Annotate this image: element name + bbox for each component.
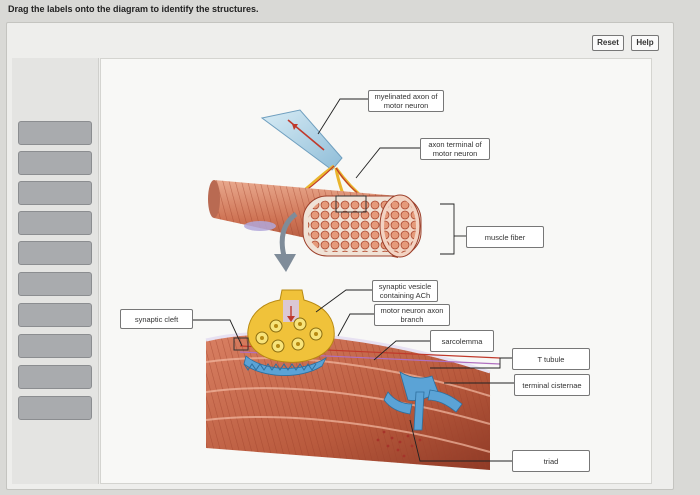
reset-button[interactable]: Reset	[592, 35, 624, 51]
label-synaptic-vesicle[interactable]: synaptic vesicle containing ACh	[372, 280, 438, 302]
label-bank-slot[interactable]	[18, 241, 92, 265]
label-synaptic-cleft[interactable]: synaptic cleft	[120, 309, 193, 329]
label-muscle-fiber[interactable]: muscle fiber	[466, 226, 544, 248]
label-t-tubule[interactable]: T tubule	[512, 348, 590, 370]
label-triad[interactable]: triad	[512, 450, 590, 472]
label-bank-slot[interactable]	[18, 334, 92, 358]
label-bank-slot[interactable]	[18, 211, 92, 235]
label-bank-slot[interactable]	[18, 303, 92, 327]
help-button[interactable]: Help	[631, 35, 659, 51]
label-bank-slot[interactable]	[18, 396, 92, 420]
label-bank-slot[interactable]	[18, 272, 92, 296]
label-sarcolemma[interactable]: sarcolemma	[430, 330, 494, 352]
label-bank-slot[interactable]	[18, 121, 92, 145]
label-motor-neuron-axon-branch[interactable]: motor neuron axon branch	[374, 304, 450, 326]
label-terminal-cisternae[interactable]: terminal cisternae	[514, 374, 590, 396]
label-bank-slot[interactable]	[18, 181, 92, 205]
label-axon-terminal[interactable]: axon terminal of motor neuron	[420, 138, 490, 160]
label-myelinated-axon[interactable]: myelinated axon of motor neuron	[368, 90, 444, 112]
label-bank-slot[interactable]	[18, 151, 92, 175]
diagram-area	[100, 58, 652, 484]
instruction-text: Drag the labels onto the diagram to iden…	[8, 4, 259, 14]
label-bank-slot[interactable]	[18, 365, 92, 389]
